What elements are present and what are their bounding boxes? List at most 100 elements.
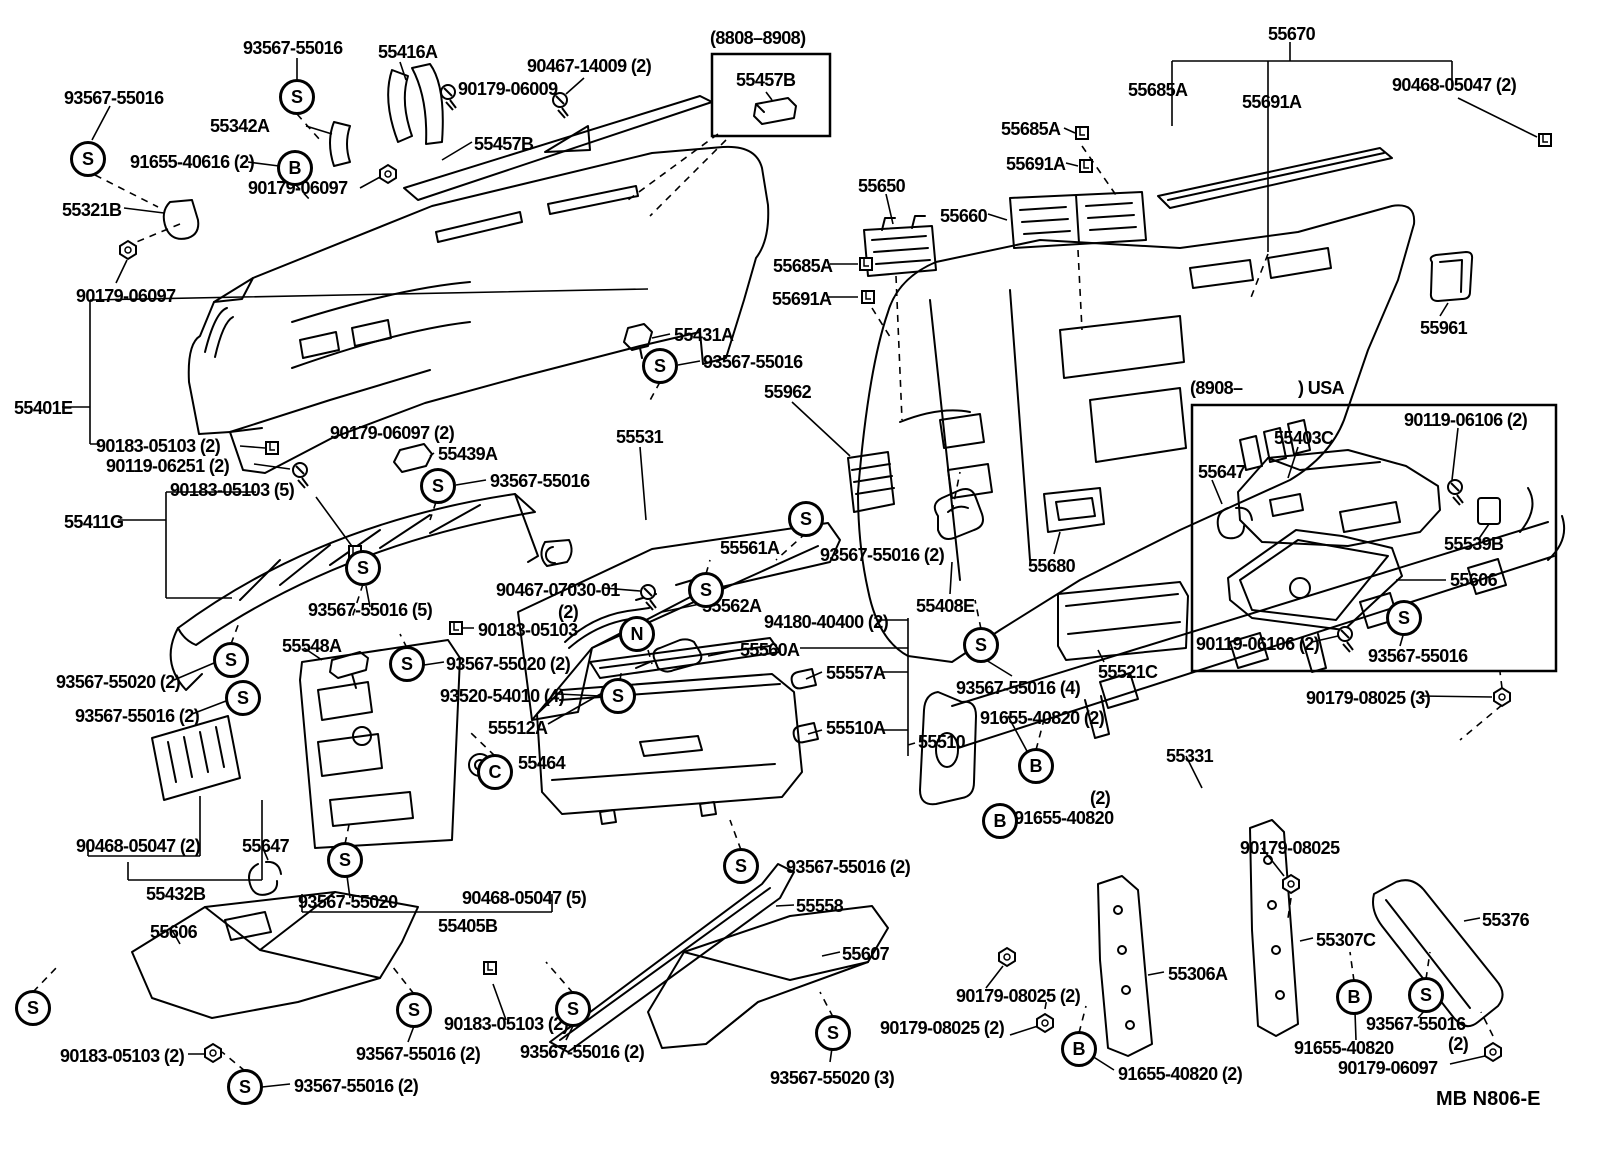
part-label-90183-05103-2-: 90183-05103 (2)	[96, 436, 221, 456]
fastener-symbol-s: S	[279, 79, 315, 115]
part-label-55691a: 55691A	[772, 289, 832, 309]
inset-box-8808-8908	[710, 52, 832, 138]
clip-icon	[265, 441, 279, 455]
part-label-55539b: 55539B	[1444, 534, 1504, 554]
part-label-55670: 55670	[1268, 24, 1316, 44]
part-label--2-: (2)	[1448, 1034, 1469, 1054]
fastener-symbol-s: S	[70, 141, 106, 177]
screw-icon	[1337, 626, 1354, 653]
part-label-55561a: 55561A	[720, 538, 780, 558]
part-label-93567-55016-2-: 93567-55016 (2)	[356, 1044, 481, 1064]
fastener-symbol-s: S	[788, 501, 824, 537]
part-label-93567-55016: 93567-55016	[243, 38, 343, 58]
fastener-symbol-b: B	[1336, 979, 1372, 1015]
part-label-90179-06097: 90179-06097	[1338, 1058, 1438, 1078]
part-label-55403c: 55403C	[1274, 428, 1334, 448]
inset-box-usa	[1190, 403, 1558, 673]
part-label-55685a: 55685A	[773, 256, 833, 276]
part-label-55961: 55961	[1420, 318, 1468, 338]
part-label-90179-08025: 90179-08025	[1240, 838, 1340, 858]
part-label-55307c: 55307C	[1316, 930, 1376, 950]
part-label-55416a: 55416A	[378, 42, 438, 62]
part-label-55650: 55650	[858, 176, 906, 196]
part-label-55510: 55510	[918, 732, 966, 752]
nut-icon	[1036, 1013, 1054, 1033]
part-label-55660: 55660	[940, 206, 988, 226]
part-label-90179-08025-3-: 90179-08025 (3)	[1306, 688, 1431, 708]
part-label-55306a: 55306A	[1168, 964, 1228, 984]
fastener-symbol-s: S	[963, 627, 999, 663]
fastener-symbol-b: B	[982, 803, 1018, 839]
part-label-94180-40400-2-: 94180-40400 (2)	[764, 612, 889, 632]
fastener-symbol-s: S	[642, 348, 678, 384]
fastener-symbol-s: S	[1386, 600, 1422, 636]
part-label-55680: 55680	[1028, 556, 1076, 576]
fastener-symbol-s: S	[688, 572, 724, 608]
part-label-90183-05103: 90183-05103	[478, 620, 578, 640]
part-label-55331: 55331	[1166, 746, 1214, 766]
part-label-mb-n806-e: MB N806-E	[1436, 1088, 1541, 1110]
part-label-55431a: 55431A	[674, 325, 734, 345]
part-label-90179-06097: 90179-06097	[76, 286, 176, 306]
part-label-55557a: 55557A	[826, 663, 886, 683]
part-label-55558: 55558	[796, 896, 844, 916]
clip-icon	[483, 961, 497, 975]
clip-icon	[861, 290, 875, 304]
part-label-93567-55016-5-: 93567-55016 (5)	[308, 600, 433, 620]
part-label-93567-55016: 93567-55016	[490, 471, 590, 491]
part-label-55439a: 55439A	[438, 444, 498, 464]
fastener-symbol-s: S	[600, 678, 636, 714]
part-label-93567-55016: 93567-55016	[64, 88, 164, 108]
part-label-90183-05103-2-: 90183-05103 (2)	[444, 1014, 569, 1034]
screw-icon	[292, 462, 309, 489]
fastener-symbol-s: S	[15, 990, 51, 1026]
leader-lines-solid	[62, 42, 1538, 1088]
fastener-symbol-s: S	[327, 842, 363, 878]
fastener-symbol-s: S	[1408, 977, 1444, 1013]
part-label-93567-55016: 93567-55016	[1368, 646, 1468, 666]
screw-icon	[1447, 479, 1464, 506]
nut-icon	[204, 1043, 222, 1063]
part-label-55521c: 55521C	[1098, 662, 1158, 682]
fastener-symbol-n: N	[619, 616, 655, 652]
part-label-55647: 55647	[1198, 462, 1246, 482]
fastener-symbol-b: B	[1061, 1031, 1097, 1067]
part-label-55405b: 55405B	[438, 916, 498, 936]
fastener-symbol-s: S	[225, 680, 261, 716]
fastener-symbol-s: S	[396, 992, 432, 1028]
part-label-91655-40820: 91655-40820	[1014, 808, 1114, 828]
part-label-93567-55016-4-: 93567-55016 (4)	[956, 678, 1081, 698]
part-label-93567-55016-2-: 93567-55016 (2)	[520, 1042, 645, 1062]
part-label-91655-40616-2-: 91655-40616 (2)	[130, 152, 255, 172]
part-label-90468-05047-5-: 90468-05047 (5)	[462, 888, 587, 908]
part-label-55321b: 55321B	[62, 200, 122, 220]
part-label-90468-05047-2-: 90468-05047 (2)	[76, 836, 201, 856]
part-label-55457b: 55457B	[474, 134, 534, 154]
part-label-93567-55016-2-: 93567-55016 (2)	[75, 706, 200, 726]
part-label-93520-54010-4-: 93520-54010 (4)	[440, 686, 565, 706]
part-label-55411g: 55411G	[64, 512, 124, 532]
part-label-90179-08025-2-: 90179-08025 (2)	[956, 986, 1081, 1006]
part-label-93567-55020-3-: 93567-55020 (3)	[770, 1068, 895, 1088]
part-label-55647: 55647	[242, 836, 290, 856]
nut-icon	[1484, 1042, 1502, 1062]
part-label-93567-55016-2-: 93567-55016 (2)	[294, 1076, 419, 1096]
part-label-55464: 55464	[518, 753, 566, 773]
part-label-55685a: 55685A	[1001, 119, 1061, 139]
screw-icon	[640, 584, 657, 611]
part-label-55432b: 55432B	[146, 884, 206, 904]
fastener-symbol-b: B	[1018, 748, 1054, 784]
part-label-90179-06009: 90179-06009	[458, 79, 558, 99]
part-label-55408e: 55408E	[916, 596, 975, 616]
part-label-90467-14009-2-: 90467-14009 (2)	[527, 56, 652, 76]
fastener-symbol-s: S	[815, 1015, 851, 1051]
nut-icon	[1493, 687, 1511, 707]
part-label-91655-40820: 91655-40820	[1294, 1038, 1394, 1058]
part-label-93567-55016: 93567-55016	[703, 352, 803, 372]
part-label-93567-55020-2-: 93567-55020 (2)	[56, 672, 181, 692]
nut-icon	[379, 164, 397, 184]
nut-icon	[119, 240, 137, 260]
part-label--2-: (2)	[1090, 788, 1111, 808]
part-label-91655-40820-2-: 91655-40820 (2)	[1118, 1064, 1243, 1084]
